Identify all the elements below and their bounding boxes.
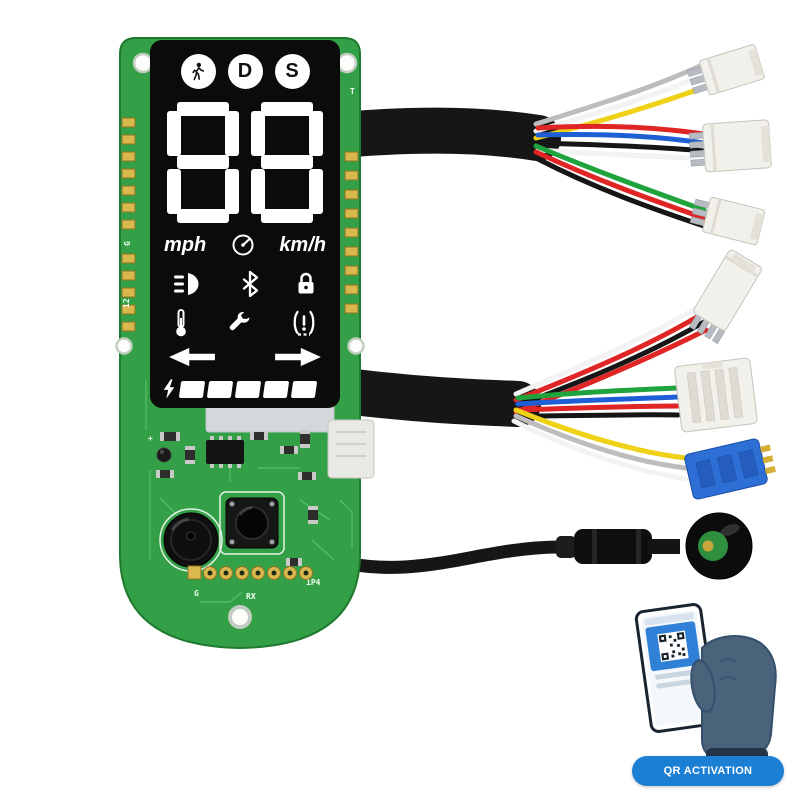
middle-cable-bundle: [331, 303, 709, 482]
wire-gray: [513, 413, 689, 471]
upper-cable-sheath: [331, 107, 561, 161]
connector-white-3pin-top: [687, 44, 765, 96]
wire-red: [535, 123, 707, 137]
pcb-components: [156, 399, 375, 580]
wire-yellow: [513, 407, 689, 461]
connector-white-4pin: [688, 119, 772, 173]
wire-gray: [533, 63, 703, 127]
bluetooth-icon: [242, 270, 259, 298]
connector-blue: [684, 438, 776, 500]
ic-chip: [206, 436, 244, 468]
wire-green: [533, 143, 707, 213]
pin-header-pads: [187, 565, 313, 580]
wire-red: [513, 311, 705, 403]
unit-mph: mph: [164, 233, 207, 256]
middle-cable-sheath: [331, 369, 541, 427]
wire-white: [511, 418, 689, 482]
hand-icon: [690, 635, 777, 772]
status-icons-row-2: [150, 308, 340, 338]
fpc-connector: [327, 419, 375, 479]
wire-red: [533, 149, 707, 221]
speedometer-icon: [232, 234, 254, 256]
wire-blue: [535, 131, 707, 146]
walk-icon: [192, 62, 205, 80]
silkscreen-g-side: G: [123, 241, 132, 246]
mounting-hole-top-right: [336, 52, 358, 74]
silkscreen-rx: RX: [246, 592, 256, 601]
smartphone-illustration: [633, 601, 719, 735]
mode-indicators: D S: [150, 54, 340, 89]
wire-blue: [515, 394, 681, 407]
thermometer-icon: [176, 309, 186, 337]
connector-white-3pin-lower: [689, 196, 766, 246]
wire-black: [533, 155, 707, 229]
battery-segment: [290, 380, 318, 398]
silkscreen-1p4: 1P4: [306, 578, 321, 587]
mode-drive: D: [227, 54, 263, 89]
silkscreen-plus: +: [148, 434, 153, 443]
mode-pedestrian: [180, 54, 216, 89]
mounting-hole-mid-right: [347, 337, 365, 355]
wire-white: [535, 147, 707, 162]
units-row: mph km/h: [150, 232, 340, 258]
qr-code-icon: [657, 630, 689, 663]
smd-components: [156, 430, 318, 566]
lower-cable: [323, 540, 565, 574]
lower-cable-wire: [323, 540, 565, 574]
lightning-bolt-icon: [163, 379, 175, 399]
display-module: D S mph km/h: [150, 40, 340, 408]
speed-readout: [167, 102, 323, 223]
mounting-hole-bottom: [228, 605, 252, 629]
mounting-hole-mid-left: [115, 337, 133, 355]
wire-green: [515, 385, 681, 401]
wire-black: [535, 140, 707, 154]
qr-activation-badge: QR ACTIVATION: [628, 594, 792, 792]
battery-indicator: [162, 378, 328, 400]
silkscreen-12: 12: [122, 298, 131, 308]
solder-pads-left: [121, 117, 136, 332]
qr-activation-label: QR ACTIVATION: [632, 756, 784, 786]
tire-pressure-icon: [293, 310, 315, 336]
phone-screen: [640, 609, 712, 727]
lock-icon: [298, 272, 314, 294]
silkscreen-g-bottom: G: [194, 589, 199, 598]
wire-black: [515, 412, 681, 419]
arrow-left-icon: [169, 347, 215, 367]
status-icons-row-1: [150, 270, 340, 298]
turn-indicators-row: [150, 346, 340, 368]
headlight-icon: [174, 273, 199, 295]
qr-scan-area: [645, 620, 701, 672]
solder-pads-right: [344, 151, 359, 314]
battery-segment: [262, 380, 290, 398]
wrench-icon: [229, 311, 250, 331]
silkscreen-t: T: [350, 87, 355, 96]
arrow-right-icon: [275, 347, 321, 367]
battery-segment: [234, 380, 262, 398]
mode-sport: S: [274, 54, 310, 89]
connector-white-5pin-angled: [688, 249, 762, 344]
upper-cable-bundle: [331, 63, 707, 229]
push-button: [219, 491, 285, 555]
wire-white: [533, 73, 704, 134]
connector-white-large: [674, 357, 758, 433]
buzzer: [159, 508, 223, 572]
unit-kmh: km/h: [279, 233, 326, 256]
wire-white: [513, 303, 703, 397]
battery-segment: [206, 380, 234, 398]
circular-connector: [556, 512, 753, 580]
led-sensor: [156, 447, 172, 463]
battery-segment: [178, 380, 206, 398]
wire-red: [515, 403, 681, 413]
